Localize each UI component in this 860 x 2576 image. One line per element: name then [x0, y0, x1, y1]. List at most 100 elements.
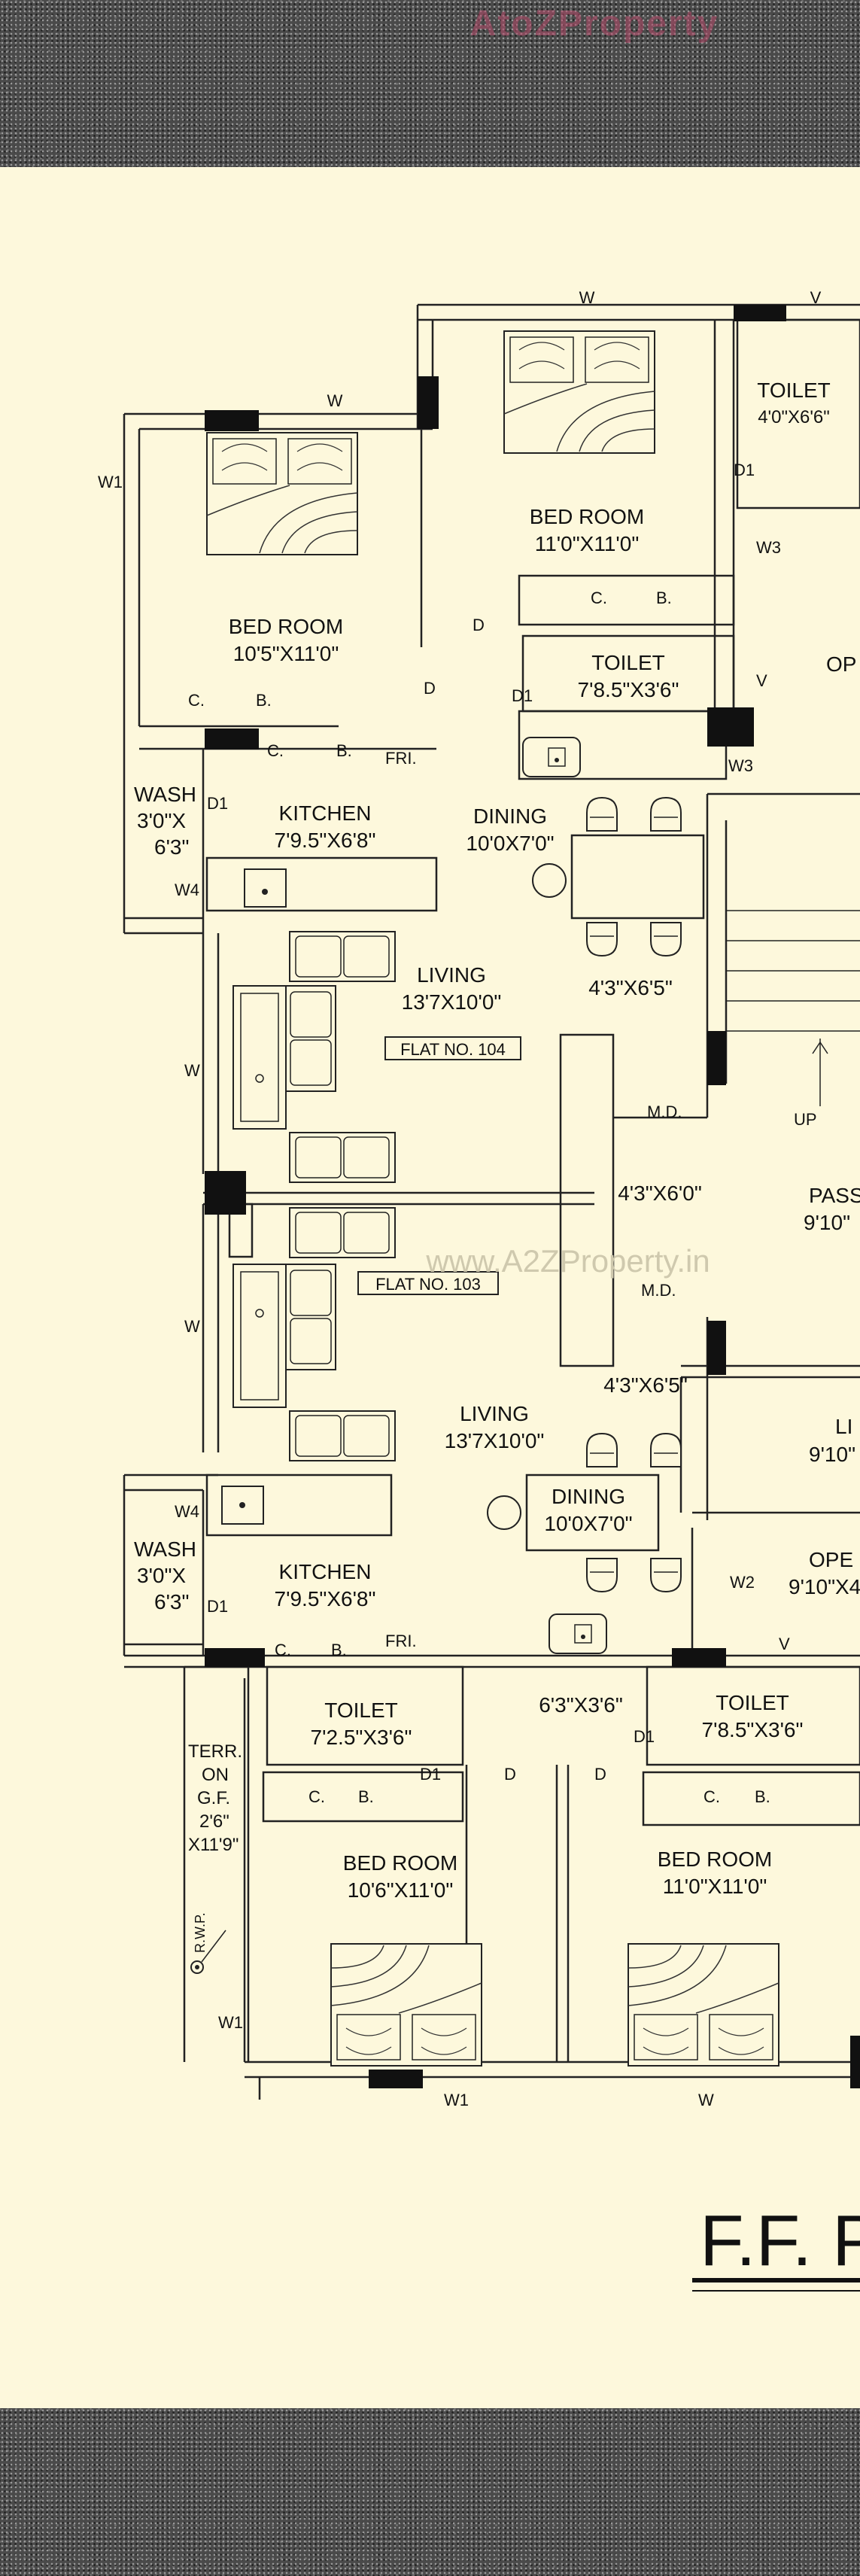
label-v-1: V: [810, 288, 822, 307]
toilet-bottom-left-name: TOILET: [324, 1699, 398, 1722]
label-b-3: B.: [336, 741, 352, 760]
dining-top-size: 10'0X7'0": [466, 832, 554, 855]
sofa-103-side: [285, 1264, 336, 1370]
rwp-symbol: [190, 1930, 226, 1974]
label-fri-1: FRI.: [385, 749, 417, 768]
wash-bottom-3: 6'3": [154, 1590, 189, 1613]
toilet-bottom-left-size: 7'2.5"X3'6": [311, 1726, 412, 1749]
living-top-name: LIVING: [417, 963, 486, 987]
label-d-1: D: [473, 616, 485, 634]
flat-104-walls: [123, 303, 860, 1367]
toilet-bottom-right-size: 7'8.5"X3'6": [702, 1718, 804, 1741]
open-bottom-name: OPE: [809, 1548, 853, 1571]
bed-top-left-size: 10'5"X11'0": [233, 642, 339, 665]
tv-104: [232, 985, 287, 1130]
wash-bottom-2: 3'0"X: [137, 1564, 186, 1587]
mid-dim: 6'3"X3'6": [539, 1693, 623, 1717]
label-w4-1: W4: [175, 880, 199, 899]
label-b-2: B.: [256, 691, 272, 710]
toilet-top-right-name: TOILET: [757, 379, 831, 402]
label-b-6: B.: [755, 1787, 770, 1806]
svg-text:FLAT NO. 103: FLAT NO. 103: [375, 1275, 481, 1294]
label-w-3: W: [184, 1061, 200, 1080]
plan-area: BED ROOM 11'0"X11'0" BED ROOM 10'5"X11'0…: [0, 167, 860, 2408]
wash-top-3: 6'3": [154, 835, 189, 859]
label-d-3: D: [504, 1765, 516, 1784]
kitchen-top-name: KITCHEN: [279, 801, 372, 825]
bed-top-left: [206, 432, 358, 555]
terrace-5: X11'9": [188, 1835, 239, 1855]
toilet-fixture-104: [522, 737, 581, 777]
toilet-fixture-103: [549, 1613, 607, 1654]
sofa-103-bottom: [289, 1410, 396, 1461]
wash-top-2: 3'0"X: [137, 809, 186, 832]
annotations: W V W W1 D1 W3 C. B. D V D1 D C. B. C. B…: [98, 288, 822, 2109]
granite-bottom-border: [0, 2408, 860, 2576]
dims-top: 4'3"X6'5": [588, 976, 673, 999]
label-cb-2: C.: [188, 691, 205, 710]
label-w3-2: W3: [728, 756, 753, 775]
flat-103-tag: FLAT NO. 103: [357, 1271, 499, 1295]
granite-top-border: [0, 0, 860, 167]
bed-top-right: [503, 330, 655, 454]
wash-top-1: WASH: [134, 783, 196, 806]
open-bottom-size: 9'10"X4: [789, 1575, 860, 1598]
wall-blocks: [205, 305, 860, 2088]
wash-bottom-1: WASH: [134, 1537, 196, 1561]
label-d1-2: D1: [512, 686, 533, 705]
label-fri-2: FRI.: [385, 1632, 417, 1650]
dims-bottom: 4'3"X6'5": [603, 1373, 688, 1397]
toilet-top-mid-size: 7'8.5"X3'6": [578, 678, 679, 701]
bed-bottom-right: [628, 1943, 779, 2067]
dining-top-name: DINING: [473, 804, 547, 828]
label-w2: W2: [730, 1573, 755, 1592]
label-cb-1: C.: [591, 588, 607, 607]
label-d1-3: D1: [207, 794, 228, 813]
toilet-top-right-size: 4'0"X6'6": [758, 407, 830, 427]
kitchen-bottom-name: KITCHEN: [279, 1560, 372, 1583]
living-right-size: 9'10": [809, 1443, 855, 1466]
living-top-size: 13'7X10'0": [402, 990, 502, 1014]
terrace-1: TERR.: [188, 1741, 242, 1762]
flat-104-tag: FLAT NO. 104: [384, 1036, 521, 1060]
label-cb-4: C.: [275, 1641, 291, 1659]
bed-bottom-right-size: 11'0"X11'0": [663, 1875, 767, 1898]
label-d1-6: D1: [420, 1765, 441, 1784]
label-cb-3: C.: [267, 741, 284, 760]
tv-103: [232, 1264, 287, 1408]
label-v-2: V: [756, 671, 767, 690]
lobby-dim: 4'3"X6'0": [618, 1182, 702, 1205]
label-d1-1: D1: [734, 461, 755, 479]
kitchen-top-size: 7'9.5"X6'8": [275, 829, 376, 852]
label-w-2: W: [327, 391, 343, 410]
dining-bottom-name: DINING: [552, 1485, 625, 1508]
label-cb-5: C.: [308, 1787, 325, 1806]
dining-bottom-size: 10'0X7'0": [544, 1512, 632, 1535]
bed-top-right-size: 11'0"X11'0": [535, 532, 640, 555]
plan-title: F.F. P: [700, 2200, 860, 2281]
label-cb-6: C.: [703, 1787, 720, 1806]
label-md-2: M.D.: [641, 1281, 676, 1300]
terrace-3: G.F.: [197, 1788, 230, 1808]
living-bottom-size: 13'7X10'0": [445, 1429, 545, 1452]
passage-name: PASS: [809, 1184, 860, 1207]
bed-bottom-left-name: BED ROOM: [343, 1851, 457, 1875]
terrace-2: ON: [202, 1765, 229, 1785]
label-d1-4: D1: [207, 1597, 228, 1616]
label-w-4: W: [184, 1317, 200, 1336]
label-w4-2: W4: [175, 1502, 199, 1521]
label-up: UP: [794, 1110, 817, 1129]
brand-logo: AtoZProperty: [470, 4, 719, 44]
toilet-top-mid-name: TOILET: [591, 651, 665, 674]
label-b-5: B.: [358, 1787, 374, 1806]
passage-size: 9'10": [804, 1211, 850, 1234]
label-w1-1: W1: [98, 473, 123, 491]
label-d1-5: D1: [634, 1727, 655, 1746]
dining-table-104: [532, 797, 705, 956]
floor-plan-drawing: BED ROOM 11'0"X11'0" BED ROOM 10'5"X11'0…: [98, 288, 860, 2292]
bed-top-left-name: BED ROOM: [229, 615, 343, 638]
label-b-4: B.: [331, 1641, 347, 1659]
rwp-label: R.W.P.: [193, 1912, 208, 1953]
bed-top-right-name: BED ROOM: [530, 505, 644, 528]
toilet-bottom-right-name: TOILET: [716, 1691, 789, 1714]
